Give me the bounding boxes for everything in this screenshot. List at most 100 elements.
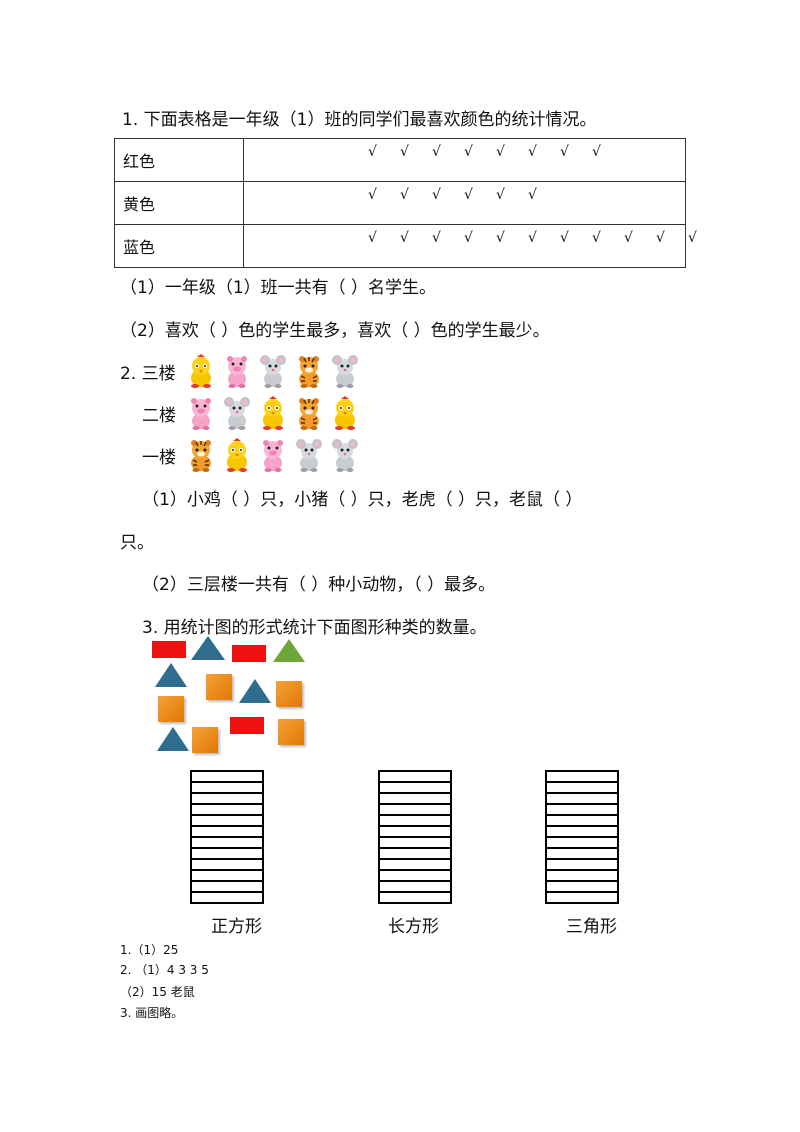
- orange-square: [206, 674, 232, 700]
- row-label: 红色: [114, 138, 244, 182]
- chick-icon: [223, 438, 251, 472]
- check-mark: √: [400, 230, 409, 246]
- row-marks: √ √ √ √ √ √: [243, 181, 686, 225]
- check-mark: √: [496, 187, 505, 203]
- pig-icon: [187, 396, 215, 430]
- bar-cell[interactable]: [545, 781, 619, 792]
- bar-cell[interactable]: [378, 803, 452, 814]
- bar-stack: [190, 770, 264, 904]
- table-row: 黄色 √ √ √ √ √ √: [114, 181, 686, 225]
- mouse-icon: [295, 438, 323, 472]
- bar-cell[interactable]: [190, 814, 264, 825]
- check-mark: √: [368, 187, 377, 203]
- color-tally-table: 红色 √√√√√√√√ 黄色 √√√√√√ 蓝色 √√√√√√√√√√√: [114, 138, 697, 268]
- bar-cell[interactable]: [190, 880, 264, 891]
- answer-1: 1.（1）25: [120, 943, 179, 957]
- green-triangle-icon: [273, 639, 305, 662]
- bar-cell[interactable]: [378, 781, 452, 792]
- bar-cell[interactable]: [378, 858, 452, 869]
- check-mark: √: [464, 230, 473, 246]
- blue-triangle-icon: [239, 679, 271, 703]
- check-mark: √: [464, 187, 473, 203]
- check-mark: √: [560, 230, 569, 246]
- answer-2-1: 2. （1）4 3 3 5: [120, 963, 209, 977]
- bar-cell[interactable]: [378, 792, 452, 803]
- q2-sub1: （1）小鸡（ ）只，小猪（ ）只，老虎（ ）只，老鼠（ ）: [142, 490, 583, 510]
- bar-cell[interactable]: [190, 847, 264, 858]
- check-mark: √: [688, 230, 697, 246]
- bar-cell[interactable]: [378, 869, 452, 880]
- row-label: 黄色: [114, 181, 244, 225]
- tiger-icon: [295, 396, 323, 430]
- check-mark: √: [368, 230, 377, 246]
- check-mark: √: [432, 187, 441, 203]
- bar-cell[interactable]: [545, 825, 619, 836]
- bar-cell[interactable]: [378, 825, 452, 836]
- label-triangle: 三角形: [566, 917, 617, 937]
- bar-cell[interactable]: [545, 770, 619, 781]
- check-mark: √: [592, 144, 601, 160]
- bar-cell[interactable]: [378, 880, 452, 891]
- bar-cell[interactable]: [378, 770, 452, 781]
- chick-icon: [331, 396, 359, 430]
- q1-sub1: （1）一年级（1）班一共有（ ）名学生。: [120, 278, 437, 298]
- blue-triangle-icon: [155, 663, 187, 687]
- bar-cell[interactable]: [545, 803, 619, 814]
- bar-cell[interactable]: [545, 858, 619, 869]
- chick-icon: [259, 396, 287, 430]
- check-mark: √: [496, 144, 505, 160]
- check-mark: √: [528, 230, 537, 246]
- bar-cell[interactable]: [190, 792, 264, 803]
- orange-square: [278, 719, 304, 745]
- bar-cell[interactable]: [545, 847, 619, 858]
- orange-square: [192, 727, 218, 753]
- bar-cell[interactable]: [545, 814, 619, 825]
- bar-cell[interactable]: [190, 803, 264, 814]
- bar-cell[interactable]: [190, 836, 264, 847]
- bar-cell[interactable]: [190, 781, 264, 792]
- blue-triangle-icon: [157, 727, 189, 751]
- mouse-icon: [223, 396, 251, 430]
- row-marks: √√√√√√√√: [243, 138, 686, 182]
- check-mark: √: [400, 144, 409, 160]
- check-mark: √: [656, 230, 665, 246]
- label-rectangle: 长方形: [388, 917, 439, 937]
- bar-cell[interactable]: [190, 825, 264, 836]
- bar-cell[interactable]: [378, 891, 452, 904]
- table-row: 红色 √√√√√√√√: [114, 138, 686, 182]
- orange-square: [158, 696, 184, 722]
- label-square: 正方形: [211, 917, 262, 937]
- table-row: 蓝色 √√√√√√√√√√√: [114, 224, 697, 268]
- check-mark: √: [464, 144, 473, 160]
- tiger-icon: [187, 438, 215, 472]
- check-mark: √: [400, 187, 409, 203]
- bar-stack: [378, 770, 452, 904]
- answer-2-2: （2）15 老鼠: [120, 985, 195, 999]
- bar-cell[interactable]: [378, 847, 452, 858]
- bar-cell[interactable]: [545, 836, 619, 847]
- mouse-icon: [259, 354, 287, 388]
- bar-cell[interactable]: [190, 858, 264, 869]
- bar-cell[interactable]: [190, 891, 264, 904]
- q2-sub1-cont: 只。: [120, 533, 154, 553]
- red-rectangle: [232, 645, 266, 662]
- q1-sub2: （2）喜欢（ ）色的学生最多，喜欢（ ）色的学生最少。: [120, 321, 550, 341]
- check-mark: √: [528, 144, 537, 160]
- bar-cell[interactable]: [378, 814, 452, 825]
- mouse-icon: [331, 354, 359, 388]
- bar-cell[interactable]: [190, 770, 264, 781]
- bar-cell[interactable]: [545, 880, 619, 891]
- floor3-label: 2. 三楼: [120, 364, 176, 384]
- check-mark: √: [528, 187, 537, 203]
- check-mark: √: [624, 230, 633, 246]
- orange-square: [276, 681, 302, 707]
- check-mark: √: [368, 144, 377, 160]
- bar-cell[interactable]: [545, 792, 619, 803]
- bar-cell[interactable]: [378, 836, 452, 847]
- bar-cell[interactable]: [545, 891, 619, 904]
- check-mark: √: [560, 144, 569, 160]
- bar-cell[interactable]: [190, 869, 264, 880]
- row-label: 蓝色: [114, 224, 244, 268]
- bar-cell[interactable]: [545, 869, 619, 880]
- check-mark: √: [432, 230, 441, 246]
